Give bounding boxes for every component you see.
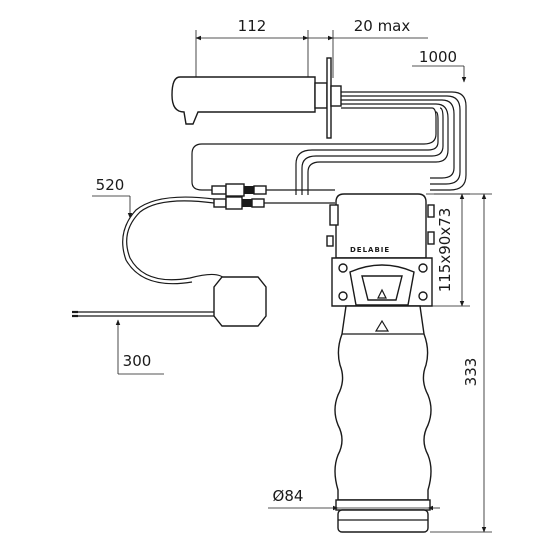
dim-label-box: 115x90x73 xyxy=(436,208,454,293)
dim-label-520: 520 xyxy=(96,176,125,194)
sensor-pad xyxy=(213,276,267,327)
brand-label: DELABIE xyxy=(350,246,390,254)
electronic-box: DELABIE xyxy=(326,193,435,307)
dim-wall-thickness: 20 max xyxy=(308,17,428,78)
dim-label-112: 112 xyxy=(238,17,267,35)
dim-label-333: 333 xyxy=(462,358,480,387)
spout xyxy=(171,57,342,139)
dim-label-1000: 1000 xyxy=(419,48,457,66)
sensor-cable-loop xyxy=(122,196,226,285)
dim-spout-length: 112 xyxy=(195,17,309,78)
spout-cables xyxy=(191,91,467,195)
dim-handle-diameter: Ø84 xyxy=(268,487,440,511)
dim-total-height: 333 xyxy=(430,193,492,533)
cable-connectors xyxy=(211,183,335,210)
dim-label-300: 300 xyxy=(123,352,152,370)
supply-cable xyxy=(72,310,214,318)
dim-supply-cable: 300 xyxy=(115,319,164,375)
dim-box-size: 115x90x73 xyxy=(426,193,470,307)
dim-label-diameter: Ø84 xyxy=(273,487,304,505)
handle xyxy=(334,305,432,533)
dim-label-20max: 20 max xyxy=(354,17,411,35)
dim-spout-cable: 1000 xyxy=(412,48,467,83)
dim-sensor-cable: 520 xyxy=(92,176,133,219)
